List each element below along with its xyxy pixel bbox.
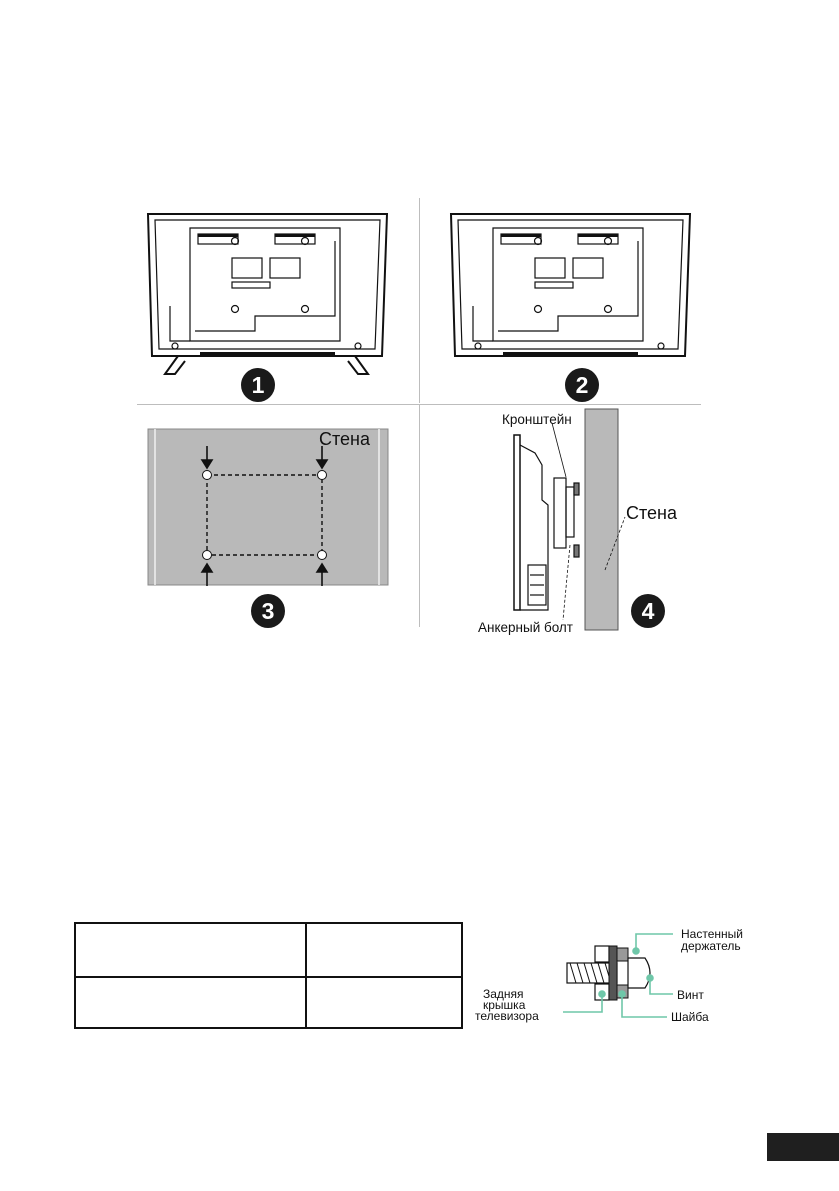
tv-back-without-stand-illustration: [449, 213, 692, 357]
anchor-bolt-label: Анкерный болт: [478, 620, 573, 635]
bracket-label: Кронштейн: [502, 412, 572, 427]
hardware-callout-lines: [563, 933, 673, 1018]
wall-label-panel4: Стена: [626, 503, 678, 523]
table-row-divider: [76, 976, 461, 978]
wall-drill-pattern-illustration: [147, 428, 389, 586]
washer-label: Шайба: [671, 1010, 709, 1024]
tv-back-with-stand-illustration: [146, 213, 389, 375]
screw-label: Винт: [677, 988, 704, 1002]
step-4-badge: 4: [631, 594, 665, 628]
back-cover-label-line3: телевизора: [475, 1009, 539, 1023]
wall-holder-label-line1: Настенный: [681, 927, 743, 941]
step-1-badge: 1: [241, 368, 275, 402]
mounting-hardware-diagram: [566, 945, 651, 1001]
page-number-tab: [767, 1133, 839, 1161]
table-column-divider: [305, 924, 307, 1027]
wall-label-panel3: Стена: [319, 429, 371, 449]
vertical-divider-bottom: [419, 405, 420, 627]
horizontal-divider: [137, 404, 701, 405]
step-2-badge: 2: [565, 368, 599, 402]
back-cover-label-line1: Задняя: [483, 987, 524, 1001]
vertical-divider-top: [419, 198, 420, 403]
specs-table: [74, 922, 463, 1029]
wall-holder-label-line2: держатель: [681, 939, 741, 953]
back-cover-label-line2: крышка: [483, 998, 526, 1012]
tv-mounted-side-view-illustration: [513, 408, 626, 631]
step-3-badge: 3: [251, 594, 285, 628]
